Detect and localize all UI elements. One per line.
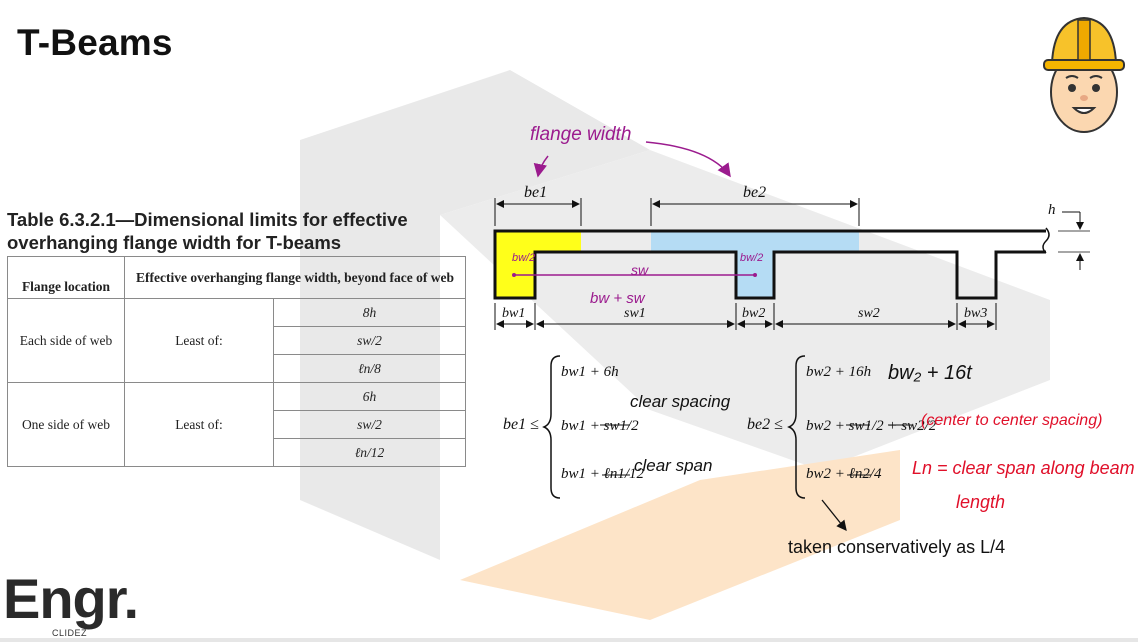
be2-brace bbox=[787, 355, 806, 499]
h-label: h bbox=[1048, 202, 1056, 218]
clear-spacing-note: clear spacing bbox=[630, 392, 731, 411]
be1-lhs: be1 ≤ bbox=[503, 416, 539, 433]
effective-width-header: Effective overhanging flange width, beyo… bbox=[124, 256, 466, 299]
sw-note: sw bbox=[631, 262, 649, 278]
bw-plus-sw-note: bw + sw bbox=[590, 290, 645, 307]
bw-half-note-1: bw/2 bbox=[512, 252, 536, 264]
table-row: Each side of web Least of: 8h bbox=[7, 298, 466, 383]
table-caption-line-1: Table 6.3.2.1—Dimensional limits for eff… bbox=[7, 209, 408, 230]
clidez-label: CLIDEZ bbox=[52, 628, 88, 638]
table-header-row: Flange location Effective overhanging fl… bbox=[7, 256, 466, 299]
one-side-value: 6h bbox=[273, 382, 466, 411]
be2-term-3: bw2 + ℓn2/4 bbox=[806, 466, 882, 482]
table-row: sw/2 bbox=[8, 410, 466, 439]
be1-term-2: bw1 + sw1/2 bbox=[561, 418, 639, 434]
be1-flange-highlight bbox=[495, 232, 581, 252]
be2-term-2: bw2 + sw1/2 + sw2/2 bbox=[806, 418, 937, 434]
be2-label: be2 bbox=[743, 184, 767, 201]
flange-width-arrow-left bbox=[533, 155, 549, 178]
one-side-location: One side of web bbox=[7, 382, 125, 467]
flange-limits-table: Flange location Effective overhanging fl… bbox=[7, 256, 466, 467]
bw2-16t-note: bw₂ + 16t bbox=[888, 362, 972, 384]
conservative-note: taken conservatively as L/4 bbox=[788, 537, 1006, 557]
one-side-value: sw/2 bbox=[273, 410, 466, 439]
be1-term-1: bw1 + 6h bbox=[561, 364, 619, 380]
engineer-mascot-icon bbox=[1043, 16, 1125, 133]
clear-span-note: clear span bbox=[634, 456, 713, 475]
ln-definition-line-2: length bbox=[956, 492, 1006, 512]
table-row: ℓn/12 bbox=[8, 438, 466, 467]
each-side-location: Each side of web bbox=[7, 298, 125, 383]
bw1-label: bw1 bbox=[502, 306, 526, 321]
be1-label: be1 bbox=[524, 184, 548, 201]
table-row: One side of web Least of: 6h bbox=[7, 382, 466, 467]
sw1-label: sw1 bbox=[624, 306, 646, 321]
table-caption: Table 6.3.2.1—Dimensional limits for eff… bbox=[7, 208, 467, 254]
flange-width-arrow-right bbox=[645, 141, 731, 178]
bw3-label: bw3 bbox=[964, 306, 988, 321]
each-side-rule: Least of: bbox=[124, 298, 274, 383]
bw2-label: bw2 bbox=[742, 306, 766, 321]
be2-term-1: bw2 + 16h bbox=[806, 364, 872, 380]
page-title: T-Beams bbox=[17, 22, 173, 63]
be1-term-3: bw1 + ℓn1/12 bbox=[561, 466, 645, 482]
conservative-arrow bbox=[821, 499, 847, 532]
beam-section-outline bbox=[493, 229, 1046, 300]
be2-flange-highlight bbox=[651, 230, 859, 252]
each-side-value: 8h bbox=[273, 298, 466, 327]
table-row: ℓn/8 bbox=[8, 354, 466, 383]
ln-definition-line-1: Ln = clear span along beam bbox=[912, 458, 1135, 478]
bottom-bar bbox=[0, 638, 1138, 642]
center-spacing-note: (center to center spacing) bbox=[921, 412, 1103, 429]
one-side-value: ℓn/12 bbox=[273, 438, 466, 467]
be2-lhs: be2 ≤ bbox=[747, 416, 783, 433]
flange-width-note: flange width bbox=[530, 124, 632, 145]
sw2-label: sw2 bbox=[858, 306, 880, 321]
be1-brace bbox=[542, 355, 561, 499]
engr-logo: Engr. bbox=[3, 567, 139, 630]
break-line bbox=[1042, 227, 1050, 254]
one-side-rule: Least of: bbox=[124, 382, 274, 467]
flange-location-header: Flange location bbox=[7, 256, 125, 299]
each-side-value: ℓn/8 bbox=[273, 354, 466, 383]
bw-half-note-2: bw/2 bbox=[740, 252, 764, 264]
table-caption-line-2: overhanging flange width for T-beams bbox=[7, 232, 342, 253]
